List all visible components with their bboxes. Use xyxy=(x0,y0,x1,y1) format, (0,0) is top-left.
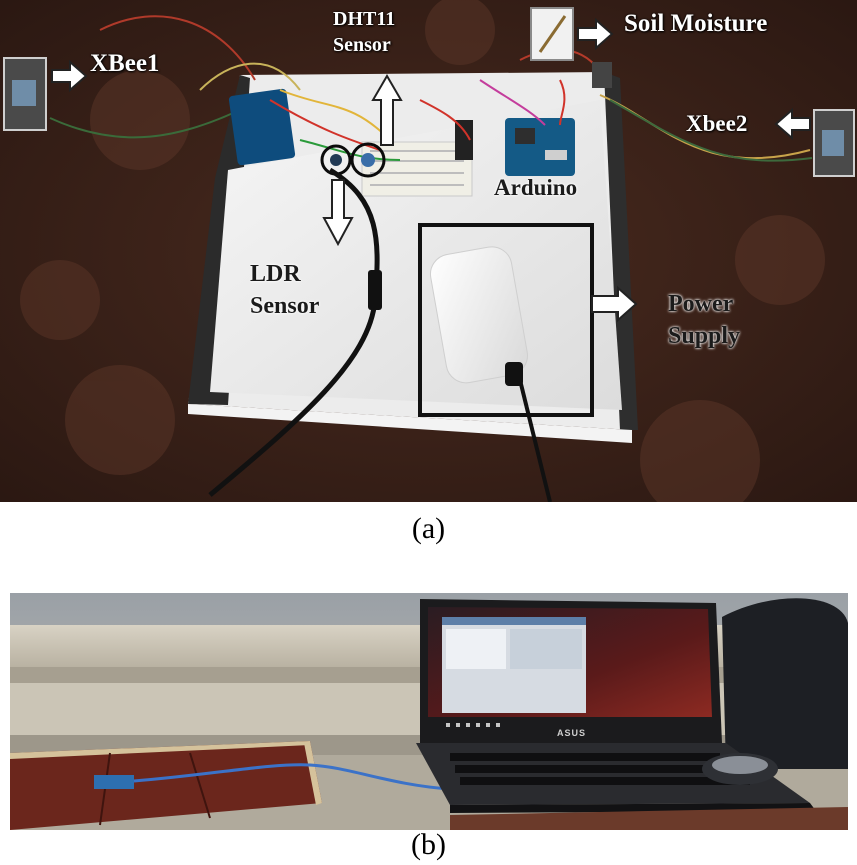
label-power-supply: Power Supply xyxy=(668,288,740,352)
label-ldr-line1: LDR xyxy=(250,261,301,287)
ldr-arrow xyxy=(322,179,354,247)
power-supply-outline xyxy=(418,223,594,417)
arduino-board-right xyxy=(505,118,575,176)
sensor-module xyxy=(455,120,473,160)
usb-cable-blue xyxy=(133,763,451,791)
xbee1-arrow xyxy=(51,59,88,93)
label-ldr-line2: Sensor xyxy=(250,293,320,319)
power-supply-arrow xyxy=(591,285,638,323)
laptop-station-illustration xyxy=(10,593,848,830)
label-ldr-sensor: LDR Sensor xyxy=(250,258,319,322)
label-soil-moisture: Soil Moisture xyxy=(624,10,768,37)
sensor-node-illustration xyxy=(0,0,857,502)
backpack xyxy=(722,598,848,769)
arduino-board-left xyxy=(228,88,296,166)
dht11-highlight-circle xyxy=(350,142,386,178)
label-dht11-line1: DHT11 xyxy=(333,8,396,30)
xbee-receiver-module xyxy=(94,775,134,789)
caption-b: (b) xyxy=(411,828,446,861)
laptop-brand-logo: ASUS xyxy=(557,728,587,738)
label-power-line2: Supply xyxy=(668,323,741,349)
photo-sensor-node: XBee1 DHT11 Sensor Soil Moisture Xbee2 A… xyxy=(0,0,857,502)
photo-laptop-station: ASUS xyxy=(10,593,848,830)
label-xbee1: XBee1 xyxy=(90,50,160,77)
wooden-stool xyxy=(10,741,322,830)
label-dht11-line2: Sensor xyxy=(333,34,391,56)
dht11-arrow xyxy=(371,74,403,146)
label-xbee2: Xbee2 xyxy=(686,111,748,136)
label-power-line1: Power xyxy=(668,291,734,317)
soil-moisture-arrow xyxy=(577,17,614,51)
label-arduino: Arduino xyxy=(494,175,578,200)
usb-cable xyxy=(208,167,380,497)
xbee2-arrow xyxy=(774,107,811,141)
caption-a: (a) xyxy=(411,512,446,545)
power-bank xyxy=(429,246,528,384)
label-dht11: DHT11 Sensor xyxy=(333,6,395,58)
